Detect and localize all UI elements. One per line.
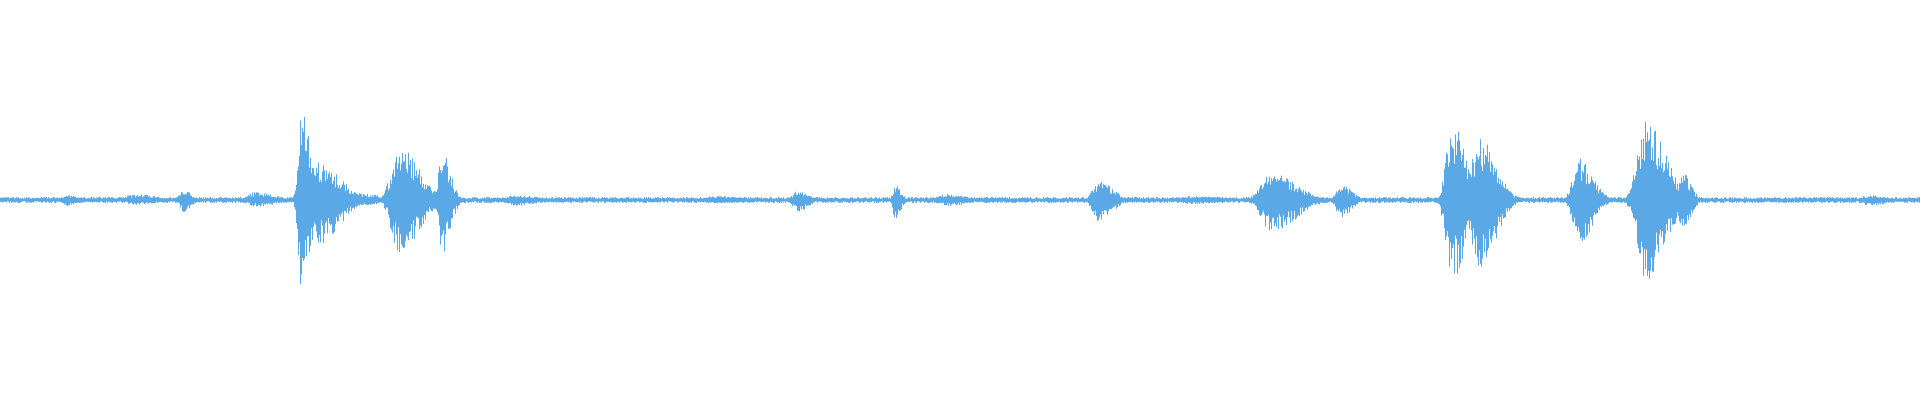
waveform-samples bbox=[0, 116, 1920, 285]
waveform-trace bbox=[0, 116, 1920, 285]
